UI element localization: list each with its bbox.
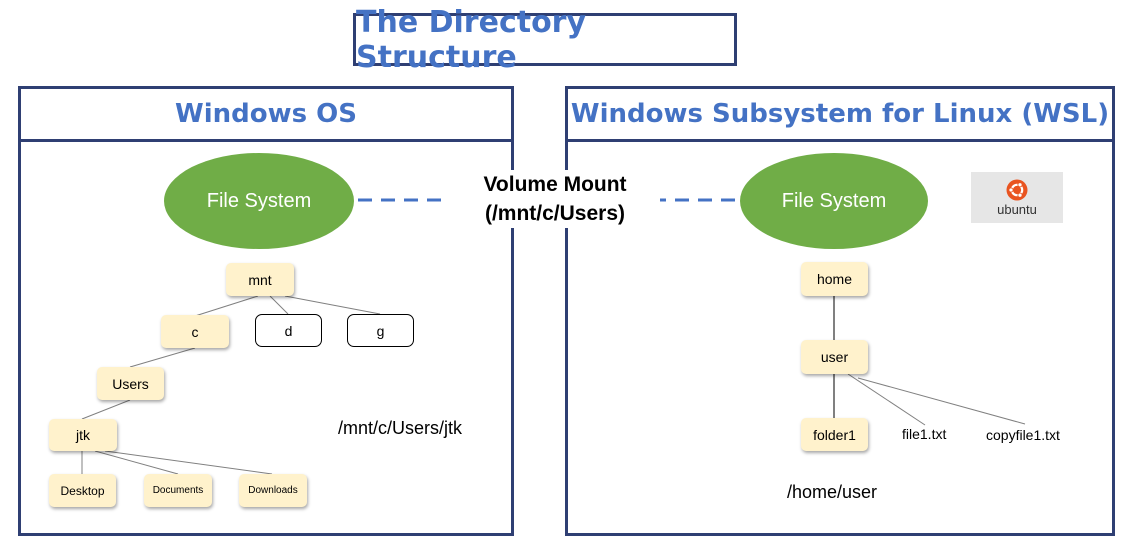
- wsl-tree-edges: [833, 296, 1026, 426]
- wsl-path-text: /home/user: [787, 482, 878, 502]
- node-user: user: [801, 340, 868, 374]
- volume-mount-title: Volume Mount: [483, 173, 627, 196]
- node-mnt: mnt: [226, 263, 294, 296]
- windows-path-text: /mnt/c/Users/jtk: [338, 418, 463, 438]
- file-file1: file1.txt: [902, 426, 947, 442]
- node-folder1: folder1: [801, 418, 868, 451]
- wsl-file-system-label: File System: [781, 189, 887, 212]
- node-jtk: jtk: [49, 419, 117, 451]
- windows-file-system-ellipse: File System: [164, 153, 354, 249]
- ubuntu-wordmark: ubuntu: [997, 201, 1037, 217]
- node-c: c: [161, 315, 229, 348]
- node-documents: Documents: [144, 474, 212, 507]
- node-users: Users: [97, 367, 164, 400]
- volume-mount-path: (/mnt/c/Users): [484, 202, 626, 225]
- volume-mount-label: Volume Mount (/mnt/c/Users): [450, 170, 660, 228]
- windows-panel-heading: Windows OS: [21, 89, 511, 142]
- wsl-file-system-ellipse: File System: [740, 153, 928, 249]
- node-home: home: [801, 262, 868, 296]
- node-g: g: [347, 314, 414, 347]
- ubuntu-logo: ubuntu: [971, 172, 1063, 223]
- node-downloads: Downloads: [239, 474, 307, 507]
- wsl-panel-heading: Windows Subsystem for Linux (WSL): [568, 89, 1112, 142]
- windows-tree-edges: [81, 295, 381, 475]
- node-d: d: [255, 314, 322, 347]
- ubuntu-circle-icon: [1006, 179, 1028, 200]
- file-copyfile1: copyfile1.txt: [986, 427, 1060, 443]
- node-desktop: Desktop: [49, 474, 116, 507]
- windows-file-system-label: File System: [206, 189, 312, 212]
